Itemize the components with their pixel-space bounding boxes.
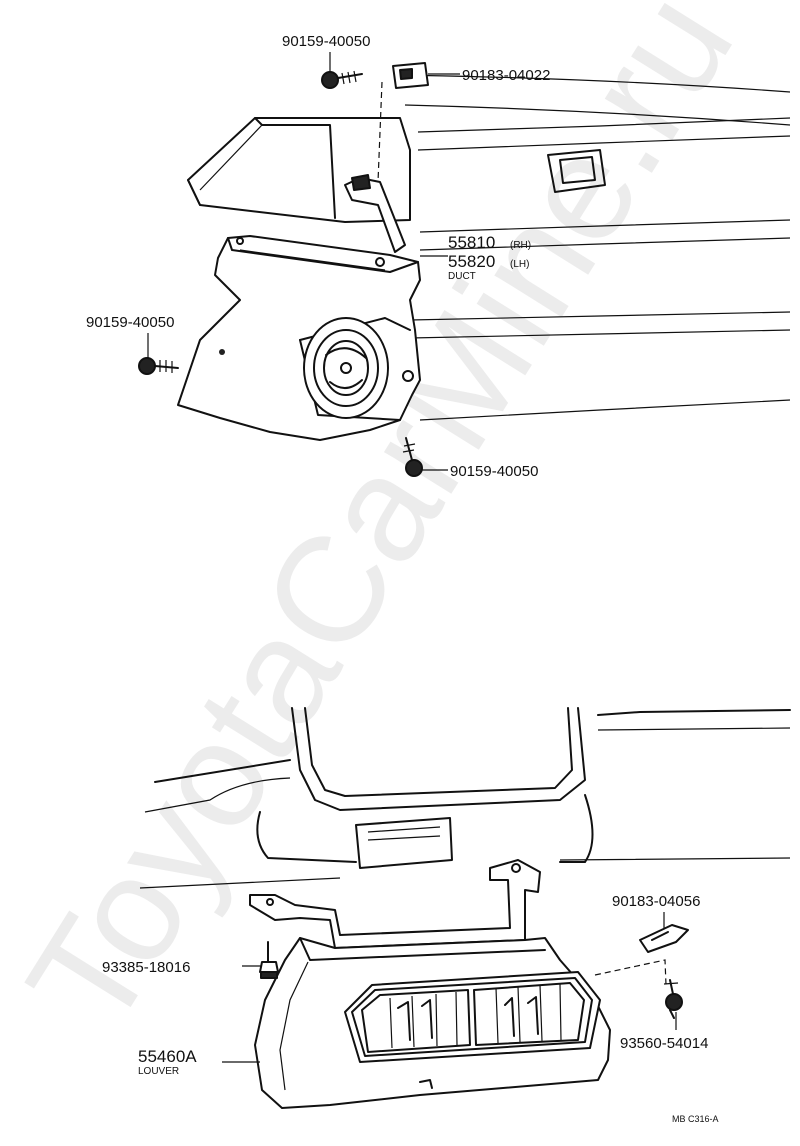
label-screw-right: 93560-54014 xyxy=(620,1035,708,1052)
door-handle-recess xyxy=(547,149,606,193)
label-duct-rh: 55810 xyxy=(448,233,495,252)
label-screw-top: 90159-40050 xyxy=(282,33,370,50)
label-duct-lh-suffix: (LH) xyxy=(510,259,529,270)
louver-bracket xyxy=(249,859,541,949)
bottom-assembly xyxy=(139,707,791,1109)
top-assembly xyxy=(138,52,791,477)
label-bolt-left: 93385-18016 xyxy=(102,959,190,976)
bolt-icon xyxy=(259,941,279,979)
duct-55810-55820 xyxy=(177,235,421,441)
louver-55460A xyxy=(254,937,611,1109)
label-duct-name: DUCT xyxy=(448,271,476,282)
label-louver-number: 55460A xyxy=(138,1047,197,1066)
vent-right xyxy=(473,982,585,1046)
duct-bracket xyxy=(344,174,406,253)
vent-left xyxy=(361,989,471,1053)
screw-icon xyxy=(321,70,363,89)
screw-icon xyxy=(138,357,179,375)
clip-icon xyxy=(392,62,429,89)
label-screw-left: 90159-40050 xyxy=(86,314,174,331)
console-box xyxy=(187,117,411,223)
figure-code: MB C316-A xyxy=(672,1114,719,1124)
screw-icon xyxy=(402,437,423,477)
label-clip-top: 90183-04022 xyxy=(462,67,550,84)
label-screw-bottom: 90159-40050 xyxy=(450,463,538,480)
label-duct-rh-suffix: (RH) xyxy=(510,240,531,251)
label-clip-right: 90183-04056 xyxy=(612,893,700,910)
clip-icon xyxy=(639,924,689,953)
label-duct-lh: 55820 xyxy=(448,252,495,271)
label-louver-name: LOUVER xyxy=(138,1066,179,1077)
screw-icon xyxy=(663,979,683,1019)
